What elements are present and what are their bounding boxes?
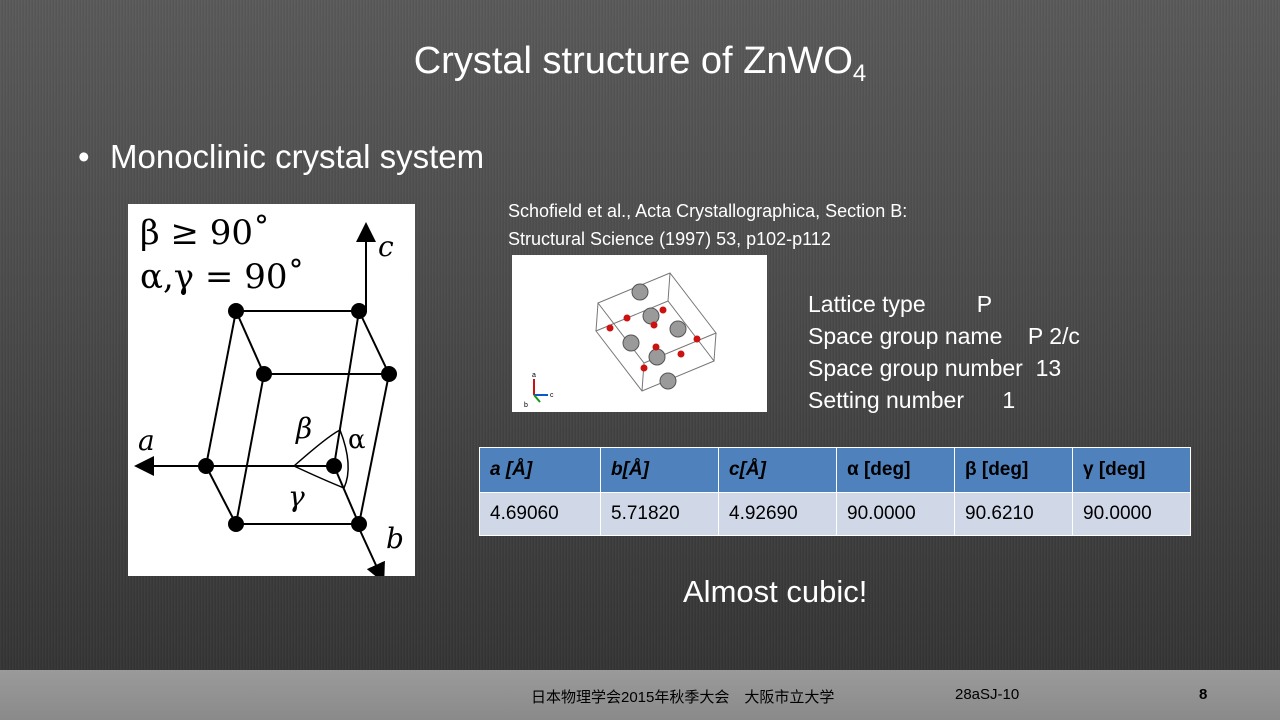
space-group-name-row: Space group name P 2/c — [808, 320, 1080, 352]
info-value: P 2/c — [1027, 323, 1080, 349]
title-main: Crystal structure of ZnWO — [413, 40, 853, 82]
lattice-info: Lattice type P Space group name P 2/c Sp… — [808, 288, 1080, 416]
remark-text: Almost cubic! — [683, 574, 868, 609]
beta-condition: β ≥ 90˚ — [140, 213, 270, 253]
citation-line-2: Structural Science (1997) 53, p102-p112 — [508, 229, 831, 249]
cell-c: 4.92690 — [718, 492, 837, 536]
bullet-item: • Monoclinic crystal system — [78, 138, 484, 176]
lattice-parameters-table: a [Å] b[Å] c[Å] α [deg] β [deg] γ [deg] … — [479, 447, 1191, 536]
title-subscript: 4 — [852, 60, 867, 87]
header-alpha: α [deg] — [836, 447, 955, 493]
c-axis-label: c — [378, 230, 394, 263]
setting-number-row: Setting number 1 — [808, 384, 1080, 416]
space-group-number-row: Space group number 13 — [808, 352, 1080, 384]
info-label: Lattice type — [808, 291, 926, 317]
citation-line-1: Schofield et al., Acta Crystallographica… — [508, 201, 908, 221]
cell-beta: 90.6210 — [954, 492, 1073, 536]
alpha-angle-label: α — [348, 425, 366, 455]
info-value: P — [976, 291, 993, 317]
alpha-gamma-condition: α,γ = 90˚ — [140, 257, 304, 297]
lattice-points — [198, 303, 397, 532]
bullet-text: Monoclinic crystal system — [110, 138, 485, 175]
axis-c-mini: c — [550, 392, 554, 399]
axis-b-mini: b — [524, 402, 528, 409]
axis-a-mini: a — [532, 372, 536, 379]
monoclinic-lattice-diagram: β ≥ 90˚ α,γ = 90˚ c a b — [128, 204, 415, 576]
table-row: 4.69060 5.71820 4.92690 90.0000 90.6210 … — [479, 492, 1191, 536]
info-value: 1 — [1002, 387, 1016, 413]
cell-a: 4.69060 — [479, 492, 601, 536]
beta-angle-label: β — [295, 412, 312, 445]
header-c: c[Å] — [718, 447, 837, 493]
info-label: Setting number — [808, 387, 964, 413]
info-label: Space group number — [808, 355, 1023, 381]
zn-w-atoms — [622, 283, 687, 390]
header-gamma: γ [deg] — [1072, 447, 1191, 493]
unit-cell-edges — [205, 310, 390, 525]
bullet-dot-icon: • — [78, 138, 90, 175]
crystal-structure-image: a c b — [512, 255, 767, 412]
info-label: Space group name — [808, 323, 1003, 349]
info-value: 13 — [1035, 355, 1062, 381]
b-axis-label: b — [386, 522, 404, 555]
b-axis-arrow — [357, 525, 385, 576]
header-b: b[Å] — [600, 447, 719, 493]
axes-indicator: a c b — [524, 372, 554, 409]
citation: Schofield et al., Acta Crystallographica… — [508, 197, 907, 253]
o-atoms — [606, 306, 701, 372]
cell-b: 5.71820 — [600, 492, 719, 536]
lattice-type-row: Lattice type P — [808, 288, 1080, 320]
cell-alpha: 90.0000 — [836, 492, 955, 536]
angle-arcs — [293, 429, 349, 489]
footer-session-code: 28aSJ-10 — [955, 686, 1020, 703]
page-number: 8 — [1199, 686, 1208, 703]
table-header-row: a [Å] b[Å] c[Å] α [deg] β [deg] γ [deg] — [479, 447, 1191, 493]
cell-gamma: 90.0000 — [1072, 492, 1191, 536]
unit-cell-box — [595, 272, 717, 392]
footer-conference: 日本物理学会2015年秋季大会 大阪市立大学 — [531, 689, 835, 706]
gamma-angle-label: γ — [288, 480, 305, 513]
header-beta: β [deg] — [954, 447, 1073, 493]
slide-title: Crystal structure of ZnWO4 — [0, 40, 1280, 88]
footer-bar — [0, 670, 1280, 720]
a-axis-label: a — [138, 424, 155, 457]
header-a: a [Å] — [479, 447, 601, 493]
